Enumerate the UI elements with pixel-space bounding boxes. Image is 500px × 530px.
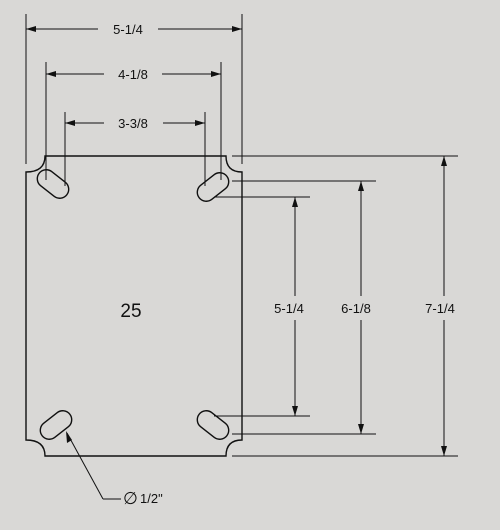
dimension-outer-hole-height-label: 6-1/8: [341, 301, 371, 316]
diameter-symbol: ∅: [123, 489, 138, 508]
slot-top-right: [196, 172, 230, 202]
hole-diameter-callout: ∅ 1/2": [66, 431, 163, 508]
dimension-overall-height: 7-1/4: [232, 155, 458, 457]
dimension-overall-width-label: 5-1/4: [113, 22, 143, 37]
dimension-overall-height-label: 7-1/4: [425, 301, 455, 316]
slot-bottom-left: [39, 410, 73, 440]
dimension-outer-hole-height: 6-1/8: [232, 180, 376, 435]
dimension-inner-hole-height-label: 5-1/4: [274, 301, 304, 316]
dimension-inner-hole-height: 5-1/4: [214, 196, 310, 417]
dimension-overall-width: 5-1/4: [25, 14, 243, 164]
hole-diameter-label: 1/2": [140, 491, 163, 506]
dimension-inner-hole-width: 3-3/8: [64, 112, 206, 186]
plate-outline: [25, 155, 243, 457]
dimension-outer-hole-width-label: 4-1/8: [118, 67, 148, 82]
dimension-inner-hole-width-label: 3-3/8: [118, 116, 148, 131]
dimension-outer-hole-width: 4-1/8: [45, 62, 222, 180]
slot-bottom-right: [196, 410, 230, 440]
plate-number-label: 25: [120, 301, 141, 322]
slot-top-left: [36, 169, 70, 199]
